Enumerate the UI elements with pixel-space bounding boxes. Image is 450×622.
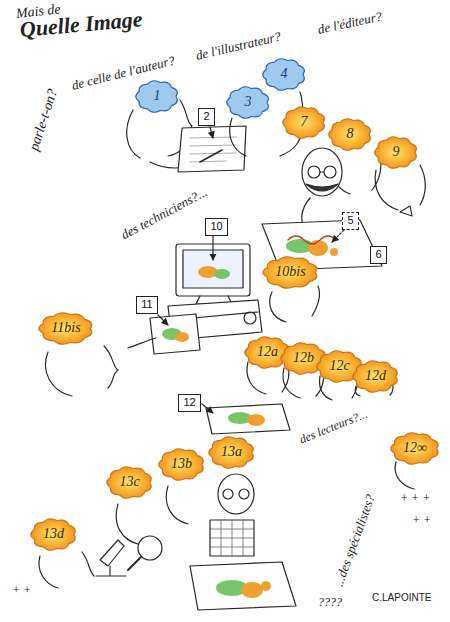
microscope [96, 540, 126, 576]
callout-number: 5 [347, 214, 353, 227]
cloud-shape [283, 107, 325, 138]
head [375, 165, 425, 210]
callout-number: 12c [329, 358, 349, 375]
callout-number: 10 [210, 220, 222, 233]
leader-line [210, 127, 213, 138]
question-marks: ???? [318, 595, 342, 609]
callout-number: 3 [245, 94, 252, 111]
bow-tie [400, 206, 412, 216]
thought-cloud: 7 [282, 106, 326, 139]
callout-box: 10 [205, 218, 228, 236]
callout-box: 5 [342, 212, 359, 230]
leader-line [212, 236, 213, 260]
callout-number: 13d [43, 526, 64, 543]
callout-number: 13c [119, 474, 139, 491]
callout-number: 2 [203, 110, 209, 123]
cloud-shape [209, 437, 253, 468]
leader-line [332, 230, 344, 242]
callout-number: 10bis [275, 264, 305, 281]
signature: C.LAPOINTE [372, 592, 431, 604]
glasses [308, 166, 320, 178]
handwritten-question: de l'éditeur? [316, 9, 383, 38]
callout-number: 4 [281, 66, 288, 83]
thought-cloud: 4 [262, 58, 306, 91]
leader-line [158, 315, 168, 325]
printed-sheet [150, 314, 200, 354]
handwritten-question: des techniciens?... [118, 184, 209, 243]
thought-cloud: 12d [352, 360, 399, 393]
callout-number: 13b [171, 456, 192, 473]
reader-head [395, 462, 414, 489]
callout-box: 11 [136, 296, 158, 314]
cloud-shape [159, 449, 203, 480]
callout-number: 12d [365, 368, 386, 385]
thought-cloud: 1 [135, 80, 179, 113]
handwritten-question: ...des spécialistes? [331, 492, 379, 588]
callout-box: 2 [198, 108, 215, 126]
cloud-shape [263, 257, 317, 288]
picture [206, 404, 290, 434]
callout-box: 6 [370, 246, 387, 264]
cloud-shape [227, 87, 269, 118]
thought-cloud: 13d [30, 518, 77, 551]
cloud-shape [107, 467, 151, 498]
cloud-shape [353, 361, 397, 392]
pen [200, 150, 222, 162]
cloud-shape [245, 337, 289, 368]
callout-number: 6 [375, 248, 381, 261]
cloud-shape [31, 519, 75, 550]
specialist-head [218, 474, 254, 514]
plus-marks: + + [12, 583, 31, 597]
thought-cloud: 10bis [262, 256, 319, 289]
callout-number: 12a [257, 344, 278, 361]
callout-number: 11bis [51, 320, 80, 337]
cloud-shape [329, 119, 371, 150]
callout-number: 9 [393, 144, 400, 161]
handwritten-question: des lecteurs?... [297, 406, 369, 446]
specialist-head [166, 486, 188, 524]
thought-cloud: 13a [208, 436, 255, 469]
callout-number: 7 [301, 114, 308, 131]
grid-sheet [210, 520, 254, 556]
specialist-head [116, 504, 138, 544]
cloud-shape [263, 59, 305, 90]
heading-text: parle-t-on? [26, 87, 62, 153]
author-head [127, 110, 140, 158]
head [270, 286, 320, 322]
thought-cloud: 8 [328, 118, 372, 151]
callout-number: 13a [221, 444, 242, 461]
thought-cloud: 13b [158, 448, 205, 481]
cloud-shape [391, 433, 438, 464]
handwritten-question: de l'illustrateur? [194, 29, 282, 64]
specialist-head [39, 552, 94, 588]
thought-cloud: 11bis [38, 312, 94, 345]
cloud-shape [375, 137, 417, 168]
callout-number: 12b [293, 350, 314, 367]
picture [190, 562, 296, 610]
callout-number: 11 [141, 298, 152, 311]
head [230, 118, 246, 156]
thought-cloud: 3 [226, 86, 270, 119]
thought-cloud: 13c [106, 466, 153, 499]
callout-number: 8 [347, 126, 354, 143]
plus-marks: + + [412, 513, 431, 527]
callout-box: 12 [178, 394, 201, 412]
callout-number: 1 [154, 88, 161, 105]
head [45, 346, 118, 396]
callout-number: 12∞ [403, 440, 427, 457]
thought-cloud: 9 [374, 136, 418, 169]
leader-line [202, 404, 213, 413]
cloud-shape [136, 81, 178, 112]
beard [306, 184, 338, 191]
illustrator-head [302, 148, 342, 196]
thought-cloud: 12∞ [390, 432, 440, 465]
cloud-shape [39, 313, 92, 344]
callout-number: 12 [183, 396, 195, 409]
plus-marks: + + + [400, 491, 430, 505]
hand [128, 338, 156, 348]
